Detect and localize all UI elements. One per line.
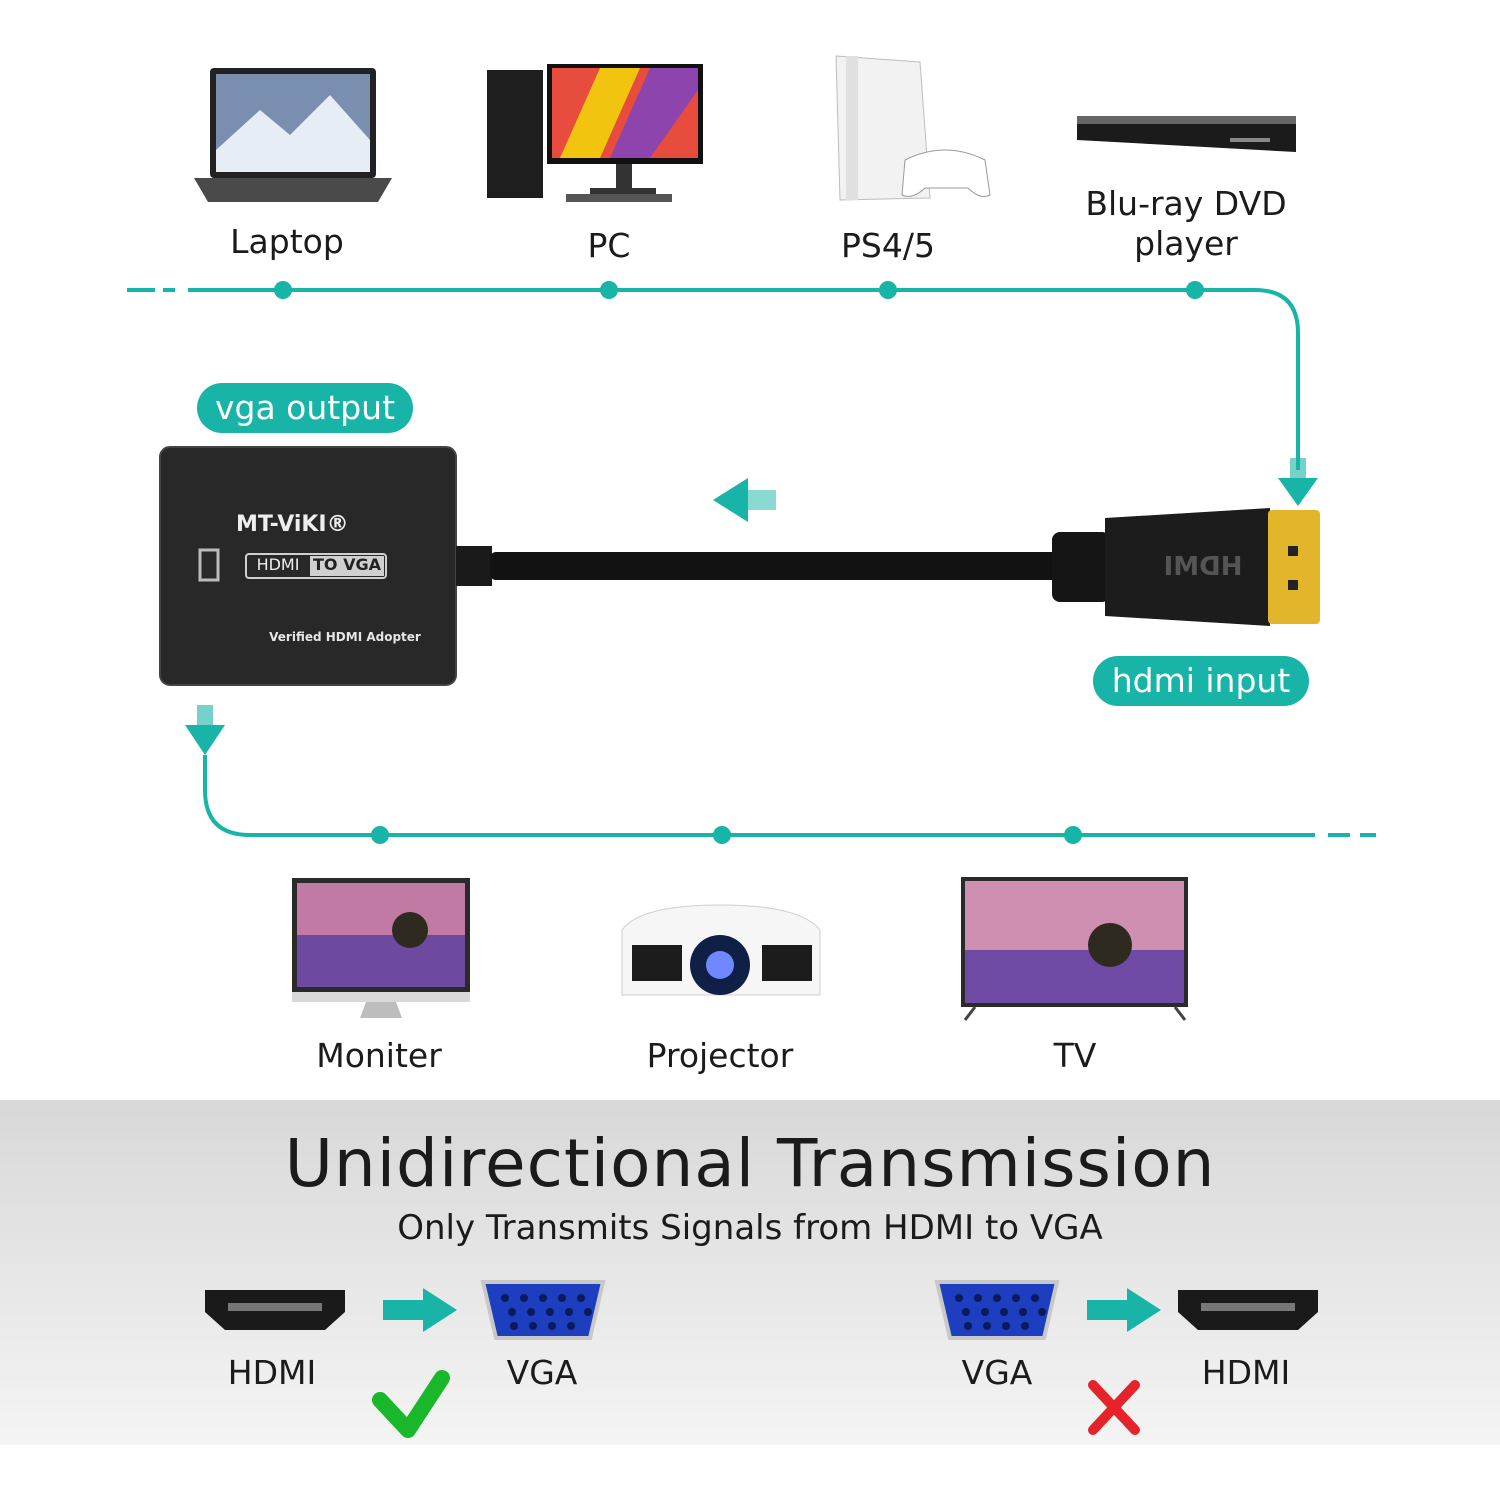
down-arrow-icon — [1278, 478, 1318, 506]
desktop-pc-icon — [487, 64, 703, 202]
output-node — [713, 826, 731, 844]
transmission-panel — [0, 1100, 1500, 1445]
check-icon — [372, 1370, 450, 1438]
connector-diagram — [205, 1280, 1318, 1438]
hdmi-port-icon — [205, 1290, 345, 1330]
source-node — [274, 281, 292, 299]
monitor-icon — [292, 878, 470, 1018]
output-node — [371, 826, 389, 844]
left-arrow-icon — [713, 478, 748, 522]
tv-icon — [961, 877, 1188, 1021]
source-label-ps: PS4/5 — [841, 226, 935, 265]
output-node — [1064, 826, 1082, 844]
hdmi-port-icon — [1178, 1290, 1318, 1330]
right-arrow-icon — [383, 1288, 457, 1332]
source-label-pc: PC — [587, 226, 631, 265]
transmission-title: Unidirectional Transmission — [284, 1125, 1216, 1202]
output-label-monitor: Moniter — [316, 1036, 442, 1075]
signal-flow-lines — [127, 55, 1376, 1021]
vga-port-icon — [198, 548, 220, 582]
vga-port-icon — [480, 1280, 606, 1340]
hdmi-plug — [1052, 508, 1320, 626]
source-node — [879, 281, 897, 299]
adapter-box — [159, 446, 457, 686]
cable-strain-relief — [456, 546, 492, 586]
bluray-player-icon — [1077, 116, 1296, 152]
cable — [490, 552, 1060, 580]
hdmi-input-pill: hdmi input — [1093, 656, 1309, 706]
plug-text: HDMI — [1163, 552, 1243, 582]
laptop-icon — [194, 68, 392, 202]
label-hdmi-allowed: HDMI — [227, 1353, 317, 1392]
cross-icon — [1088, 1380, 1140, 1435]
adapter-caption: Verified HDMI Adopter — [269, 630, 421, 644]
right-arrow-icon — [1087, 1288, 1161, 1332]
source-node — [1186, 281, 1204, 299]
source-label-laptop: Laptop — [230, 222, 344, 261]
label-hdmi-blocked: HDMI — [1201, 1353, 1291, 1392]
label-vga-allowed: VGA — [506, 1353, 578, 1392]
projector-icon — [621, 904, 821, 996]
label-vga-blocked: VGA — [961, 1353, 1033, 1392]
source-label-bluray: Blu-ray DVD player — [1085, 184, 1287, 263]
adapter-badge-hdmi: HDMI — [256, 555, 300, 574]
vga-port-icon — [934, 1280, 1060, 1340]
output-label-projector: Projector — [646, 1036, 794, 1075]
down-arrow-icon — [185, 725, 225, 755]
adapter-brand: MT-ViKI® — [236, 512, 349, 537]
source-node — [600, 281, 618, 299]
output-label-tv: TV — [1053, 1036, 1097, 1075]
adapter-badge-to-vga: TO VGA — [313, 555, 381, 574]
game-console-icon — [835, 55, 991, 201]
vga-output-pill: vga output — [197, 383, 413, 433]
transmission-subtitle: Only Transmits Signals from HDMI to VGA — [397, 1208, 1103, 1248]
